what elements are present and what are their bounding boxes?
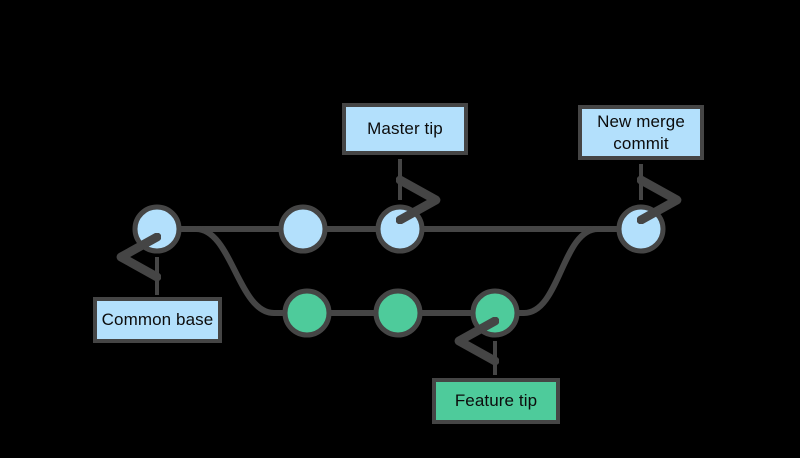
master-commit-2[interactable] xyxy=(278,204,328,254)
label-common-base[interactable]: Common base xyxy=(93,297,222,343)
master-commit-3[interactable] xyxy=(375,204,425,254)
label-feature-tip-text: Feature tip xyxy=(454,391,538,411)
merge-curve xyxy=(507,226,623,316)
master-merge-commit[interactable] xyxy=(616,204,666,254)
label-new-merge-commit-text: New merge commit xyxy=(597,112,685,153)
label-new-merge-commit[interactable]: New merge commit xyxy=(578,105,704,160)
feature-commit-2[interactable] xyxy=(373,288,423,338)
feature-commit-3[interactable] xyxy=(470,288,520,338)
label-master-tip[interactable]: Master tip xyxy=(342,103,468,155)
label-master-tip-text: Master tip xyxy=(367,119,443,139)
feature-commit-1[interactable] xyxy=(282,288,332,338)
master-commit-1[interactable] xyxy=(132,204,182,254)
branch-off-curve xyxy=(177,226,293,316)
label-feature-tip[interactable]: Feature tip xyxy=(432,378,560,424)
label-common-base-text: Common base xyxy=(101,310,214,330)
